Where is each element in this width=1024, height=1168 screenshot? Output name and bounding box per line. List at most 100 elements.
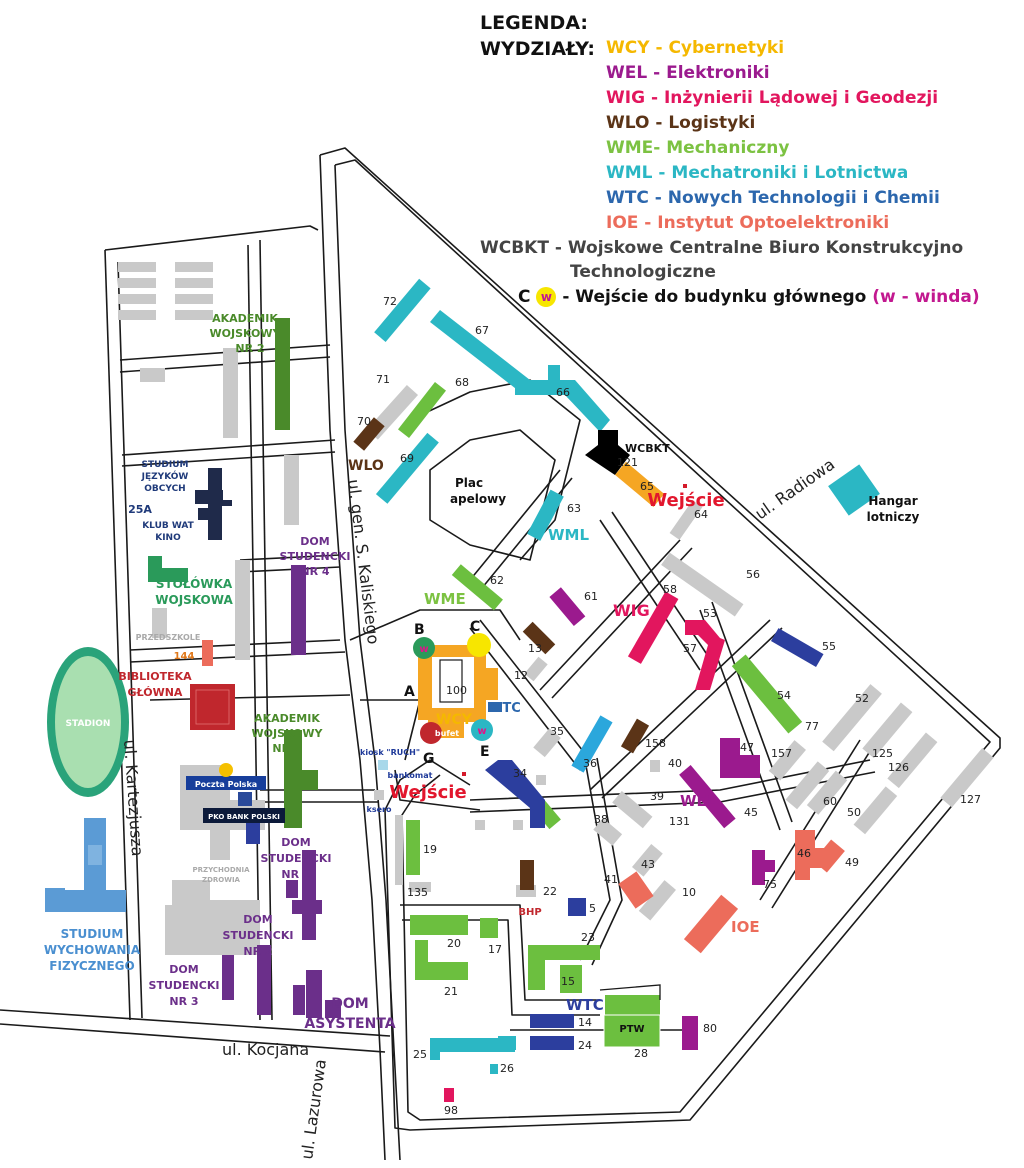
- building-number-80[interactable]: 80: [703, 1022, 717, 1035]
- building-number-50[interactable]: 50: [847, 806, 861, 819]
- building-number-54[interactable]: 54: [777, 689, 791, 702]
- building-65[interactable]: [615, 461, 665, 507]
- building-number-53[interactable]: 53: [703, 607, 717, 620]
- map-label-wcbkt: WCBKT: [625, 442, 670, 455]
- building-number-65[interactable]: 65: [640, 480, 654, 493]
- ptw-building[interactable]: [603, 1014, 661, 1048]
- legend-wcbkt-code: WCBKT: [480, 238, 549, 258]
- building-number-24[interactable]: 24: [578, 1039, 592, 1052]
- building-number-22[interactable]: 22: [543, 885, 557, 898]
- building-number-21[interactable]: 21: [444, 985, 458, 998]
- studium-jez-l1: STUDIUM: [141, 460, 188, 470]
- legend-code: WLO: [606, 113, 650, 133]
- building-number-56[interactable]: 56: [746, 568, 760, 581]
- building-number-17[interactable]: 17: [488, 943, 502, 956]
- stadium[interactable]: STADION: [47, 647, 129, 797]
- building-number-45[interactable]: 45: [744, 806, 758, 819]
- legend-item-ioe: IOE - Instytut Optoelektroniki: [606, 211, 889, 235]
- building-number-66[interactable]: 66: [556, 386, 570, 399]
- map-label-wme: WME: [424, 590, 466, 608]
- bufet-label: bufet: [435, 729, 459, 738]
- legend-item-wtc: WTC - Nowych Technologii i Chemii: [606, 186, 940, 210]
- building-number-49[interactable]: 49: [845, 856, 859, 869]
- building-number-52[interactable]: 52: [855, 692, 869, 705]
- entrance-c-circle[interactable]: [467, 633, 491, 657]
- entrance-a-label: A: [404, 684, 415, 700]
- building-studium-wf[interactable]: [45, 818, 126, 912]
- entrance-e-circle[interactable]: [471, 719, 493, 741]
- dom4-l3: NR 4: [300, 565, 330, 578]
- legend-code: WIG: [606, 88, 646, 108]
- building-number-158[interactable]: 158: [645, 737, 666, 750]
- building-number-67[interactable]: 67: [475, 324, 489, 337]
- building-number-70[interactable]: 70: [357, 415, 371, 428]
- studium-jez-building: [195, 468, 232, 540]
- building-number-64[interactable]: 64: [694, 508, 708, 521]
- building-number-23[interactable]: 23: [581, 931, 595, 944]
- building-number-127[interactable]: 127: [960, 793, 981, 806]
- building-number-57[interactable]: 57: [683, 642, 697, 655]
- building-number-58[interactable]: 58: [663, 583, 677, 596]
- building-number-39[interactable]: 39: [650, 790, 664, 803]
- building-number-20[interactable]: 20: [447, 937, 461, 950]
- akademik1-l2: WOJSKOWY: [252, 727, 324, 740]
- building-number-121[interactable]: 121: [617, 456, 638, 469]
- wlo-buildings: [353, 417, 650, 890]
- studium-wf-l2: WYCHOWANIA: [44, 943, 141, 957]
- building-number-14[interactable]: 14: [578, 1016, 592, 1029]
- building-number-72[interactable]: 72: [383, 295, 397, 308]
- plac-l1: Plac: [455, 476, 483, 490]
- building-number-77[interactable]: 77: [805, 720, 819, 733]
- building-number-40[interactable]: 40: [668, 757, 682, 770]
- building-number-10[interactable]: 10: [682, 886, 696, 899]
- gray-buildings: [118, 262, 994, 955]
- building-number-157[interactable]: 157: [771, 747, 792, 760]
- building-number-26[interactable]: 26: [500, 1062, 514, 1075]
- building-number-125[interactable]: 125: [872, 747, 893, 760]
- building-number-126[interactable]: 126: [888, 761, 909, 774]
- building-number-28[interactable]: 28: [634, 1047, 648, 1060]
- wcbkt-building: [585, 430, 630, 475]
- building-number-75[interactable]: 75: [763, 878, 777, 891]
- building-number-136[interactable]: 136: [722, 933, 743, 946]
- legend-item-wml: WML - Mechatroniki i Lotnictwa: [606, 161, 908, 185]
- building-number-43[interactable]: 43: [641, 858, 655, 871]
- teal-buildings: [374, 278, 880, 1074]
- building-number-131[interactable]: 131: [669, 815, 690, 828]
- dom-asystenta-l2: ASYSTENTA: [304, 1016, 395, 1032]
- building-number-98[interactable]: 98: [444, 1104, 458, 1117]
- entrance-b-circle[interactable]: [413, 637, 435, 659]
- building-number-63[interactable]: 63: [567, 502, 581, 515]
- purple-buildings: [222, 565, 341, 1018]
- building-number-12[interactable]: 12: [514, 669, 528, 682]
- entrance-g-circle[interactable]: [420, 722, 442, 744]
- label-25a: 25A: [128, 503, 152, 516]
- building-number-41[interactable]: 41: [604, 873, 618, 886]
- building-number-19[interactable]: 19: [423, 843, 437, 856]
- building-number-25[interactable]: 25: [413, 1048, 427, 1061]
- library-building[interactable]: [190, 684, 235, 730]
- building-number-5[interactable]: 5: [589, 902, 596, 915]
- building-number-35[interactable]: 35: [550, 725, 564, 738]
- legend-item-wig: WIG - Inżynierii Lądowej i Geodezji: [606, 86, 938, 110]
- building-number-13[interactable]: 13: [528, 642, 542, 655]
- building-100[interactable]: [418, 645, 502, 738]
- building-number-38[interactable]: 38: [594, 813, 608, 826]
- building-number-36[interactable]: 36: [583, 757, 597, 770]
- building-number-69[interactable]: 69: [400, 452, 414, 465]
- building-number-62[interactable]: 62: [490, 574, 504, 587]
- building-number-60[interactable]: 60: [823, 795, 837, 808]
- poczta-badge[interactable]: Poczta Polska: [186, 763, 266, 790]
- building-number-61[interactable]: 61: [584, 590, 598, 603]
- building-number-47[interactable]: 47: [740, 741, 754, 754]
- building-number-68[interactable]: 68: [455, 376, 469, 389]
- akademik1-l1: AKADEMIK: [254, 712, 320, 725]
- building-number-71[interactable]: 71: [376, 373, 390, 386]
- building-number-15[interactable]: 15: [561, 975, 575, 988]
- building-number-100[interactable]: 100: [446, 684, 467, 697]
- building-number-55[interactable]: 55: [822, 640, 836, 653]
- building-number-135[interactable]: 135: [407, 886, 428, 899]
- pko-badge[interactable]: PKO BANK POLSKI: [203, 792, 285, 823]
- building-number-46[interactable]: 46: [797, 847, 811, 860]
- building-number-34[interactable]: 34: [513, 767, 527, 780]
